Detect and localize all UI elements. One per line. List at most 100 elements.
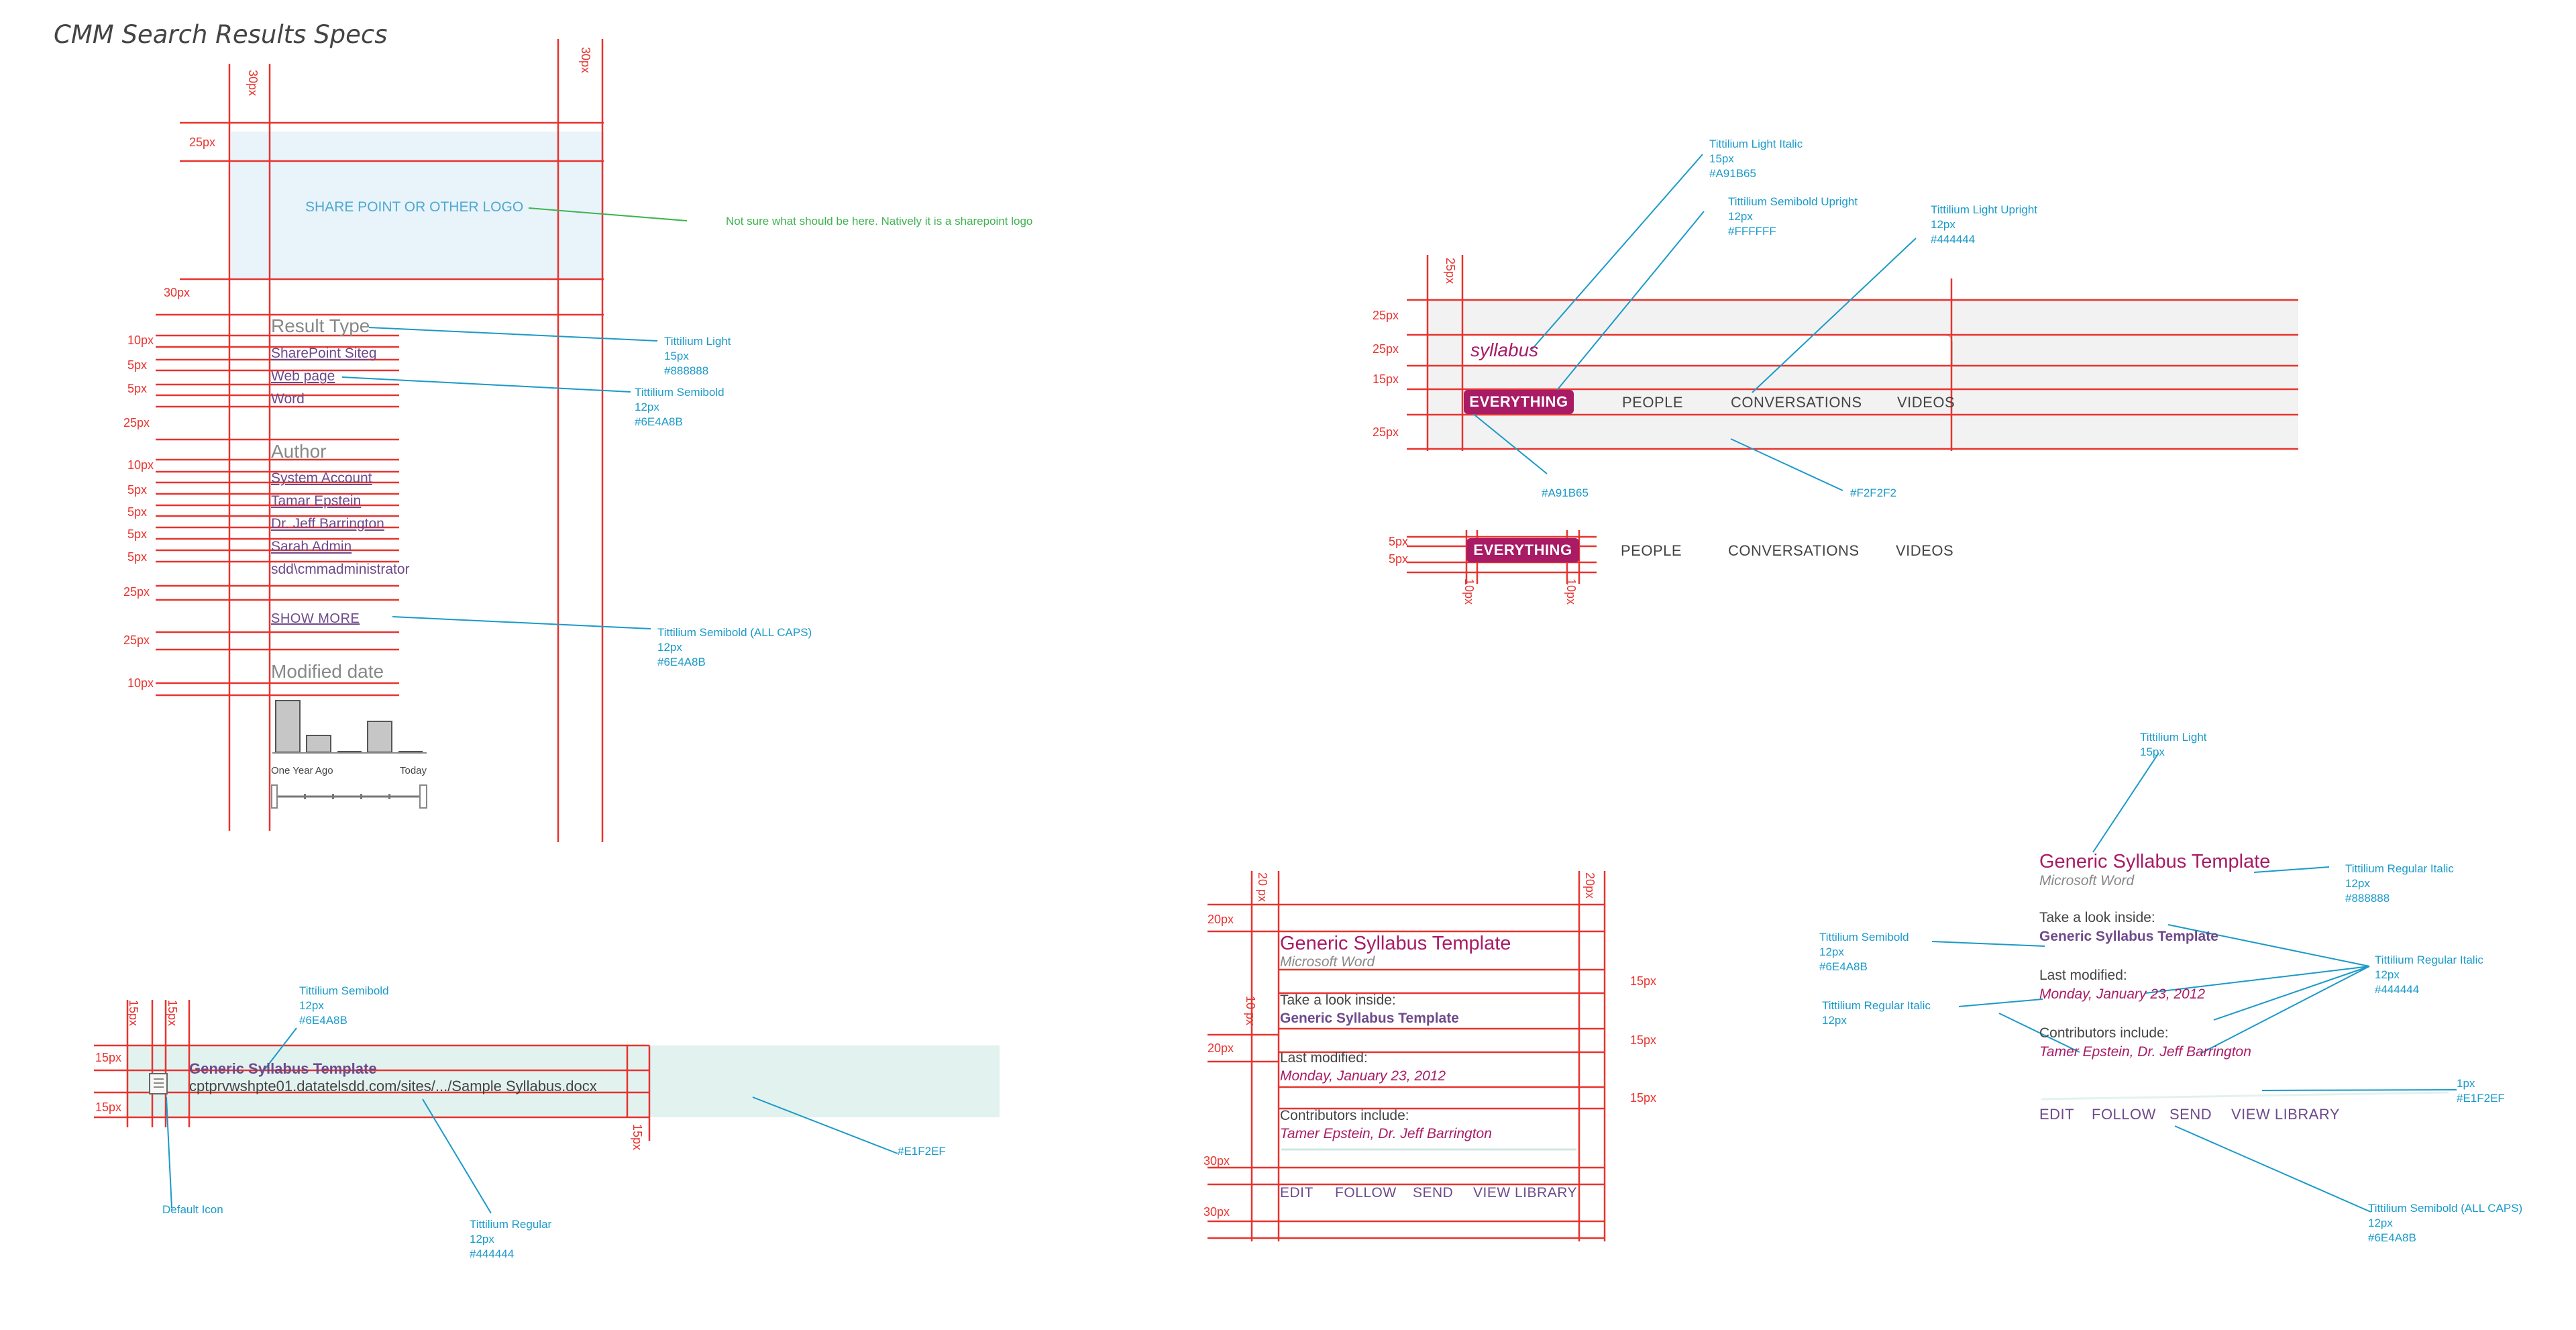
tab-people-spec[interactable]: PEOPLE [1621, 542, 1682, 559]
font-callout: Tittilium Regular Italic 12px #888888 [2345, 862, 2454, 905]
measure-label: 5px [127, 550, 148, 564]
refiner-item[interactable]: Tamar Epstein [271, 493, 362, 509]
tab-conversations[interactable]: CONVERSATIONS [1731, 394, 1862, 411]
logo-placeholder-bg [231, 132, 604, 279]
histogram-bar [337, 751, 362, 752]
card-action-send[interactable]: SEND [1413, 1185, 1454, 1200]
default-doc-icon [149, 1073, 168, 1094]
card-app: Microsoft Word [1280, 954, 1375, 970]
card-contributors-value-ref: Tamer Epstein, Dr. Jeff Barrington [2039, 1044, 2251, 1060]
search-query[interactable]: syllabus [1470, 340, 1539, 360]
slider-end-label: Today [400, 765, 427, 776]
color-callout: #A91B65 [1542, 487, 1589, 499]
card-contributors-label-ref: Contributors include: [2039, 1025, 2169, 1041]
refiner-item[interactable]: Web page [271, 368, 335, 384]
card-action-follow[interactable]: FOLLOW [1335, 1185, 1397, 1200]
measure-label: 25px [189, 136, 216, 149]
measure-label: 15px [1630, 1033, 1657, 1047]
show-more-link[interactable]: SHOW MORE [271, 611, 360, 626]
font-callout: Tittilium Semibold 12px #6E4A8B [1819, 931, 1909, 973]
font-callout: Tittilium Light Italic 15px #A91B65 [1709, 138, 1803, 180]
tab-videos[interactable]: VIDEOS [1897, 394, 1955, 411]
card-action-send-ref[interactable]: SEND [2169, 1106, 2212, 1123]
measure-label: 20px [1583, 872, 1597, 899]
measure-label: 15px [1630, 1091, 1657, 1105]
font-callout: Tittilium Regular Italic 12px #444444 [2375, 954, 2483, 996]
measure-label: 10px [127, 334, 154, 347]
measure-label: 25px [123, 416, 150, 429]
measure-label: 25px [1373, 425, 1399, 439]
tab-everything[interactable]: EVERYTHING [1464, 390, 1574, 414]
refiner-item[interactable]: Sarah Admin [271, 539, 352, 554]
measure-label: 30px [246, 70, 260, 97]
font-callout: Tittilium Semibold Upright 12px #FFFFFF [1728, 195, 1858, 238]
measure-label: 20 px [1256, 872, 1269, 903]
tab-people[interactable]: PEOPLE [1622, 394, 1684, 411]
refiner-heading-result-type: Result Type [271, 315, 370, 336]
measure-label: 25px [1444, 258, 1457, 285]
measure-label: 30px [1203, 1205, 1230, 1219]
card-look-inside-link[interactable]: Generic Syllabus Template [1280, 1011, 1459, 1026]
icon-callout: Default Icon [162, 1203, 223, 1216]
measure-label: 5px [127, 483, 148, 497]
measure-label: 10px [1564, 578, 1578, 605]
card-action-view-library[interactable]: VIEW LIBRARY [1473, 1185, 1577, 1200]
card-divider [2041, 1091, 2449, 1101]
tab-videos-spec[interactable]: VIDEOS [1896, 542, 1954, 559]
measure-label: 15px [166, 1000, 179, 1027]
refiner-item[interactable]: sdd\cmmadministrator [271, 562, 410, 577]
refiner-item[interactable]: Dr. Jeff Barrington [271, 516, 384, 531]
date-slider-handle-right[interactable] [419, 784, 427, 809]
color-callout: #E1F2EF [898, 1145, 946, 1158]
refiner-item[interactable]: Word [271, 391, 305, 407]
measure-label: 15px [95, 1051, 122, 1064]
measure-label: 5px [127, 527, 148, 541]
measure-label: 30px [164, 286, 191, 299]
card-look-inside-link-ref[interactable]: Generic Syllabus Template [2039, 929, 2218, 944]
card-look-inside-label-ref: Take a look inside: [2039, 910, 2155, 925]
font-callout: Tittilium Light Upright 12px #444444 [1931, 203, 2038, 246]
measure-label: 5px [1389, 552, 1409, 566]
search-area-bg [1428, 300, 2298, 449]
modified-date-histogram [271, 700, 427, 809]
card-modified-label: Last modified: [1280, 1050, 1368, 1066]
measure-label: 5px [127, 505, 148, 519]
measure-label: 25px [1373, 342, 1399, 356]
card-action-edit[interactable]: EDIT [1280, 1185, 1313, 1200]
card-contributors-value: Tamer Epstein, Dr. Jeff Barrington [1280, 1126, 1492, 1141]
tab-conversations-spec[interactable]: CONVERSATIONS [1728, 542, 1860, 559]
histogram-bar [275, 700, 301, 753]
card-title-ref[interactable]: Generic Syllabus Template [2039, 851, 2271, 872]
result-url[interactable]: cptprvwshpte01.datatelsdd.com/sites/.../… [189, 1078, 597, 1094]
card-action-follow-ref[interactable]: FOLLOW [2092, 1106, 2156, 1123]
font-callout: Tittilium Regular 12px #444444 [470, 1218, 552, 1260]
measure-label: 25px [123, 633, 150, 647]
histogram-bar [306, 735, 331, 753]
tab-everything-spec[interactable]: EVERYTHING [1466, 538, 1579, 562]
date-slider-handle-left[interactable] [271, 784, 278, 809]
refiner-item[interactable]: SharePoint Siteg [271, 346, 377, 361]
font-callout: Tittilium Regular Italic 12px [1822, 999, 1931, 1027]
measure-label: 5px [127, 358, 148, 372]
refiner-heading-modified: Modified date [271, 661, 384, 682]
refiner-item[interactable]: System Account [271, 470, 372, 486]
measure-label: 10 px [1244, 996, 1257, 1026]
card-action-edit-ref[interactable]: EDIT [2039, 1106, 2075, 1123]
color-callout: #F2F2F2 [1850, 487, 1896, 499]
refiner-heading-author: Author [271, 441, 327, 462]
font-callout: Tittilium Light 15px #888888 [664, 335, 731, 377]
font-callout: Tittilium Light 15px [2140, 731, 2207, 758]
measure-label: 15px [127, 1000, 140, 1027]
card-app-ref: Microsoft Word [2039, 873, 2135, 888]
measure-label: 20px [1208, 913, 1234, 926]
font-callout: Tittilium Semibold (ALL CAPS) 12px #6E4A… [657, 626, 812, 668]
card-title[interactable]: Generic Syllabus Template [1280, 933, 1511, 954]
measure-label: 5px [127, 382, 148, 395]
measure-label: 25px [123, 585, 150, 599]
result-title[interactable]: Generic Syllabus Template [189, 1060, 377, 1077]
measure-label: 10px [1462, 578, 1476, 605]
card-action-view-library-ref[interactable]: VIEW LIBRARY [2231, 1106, 2341, 1123]
logo-note: Not sure what should be here. Natively i… [726, 215, 1033, 227]
card-modified-value-ref: Monday, January 23, 2012 [2039, 986, 2206, 1002]
